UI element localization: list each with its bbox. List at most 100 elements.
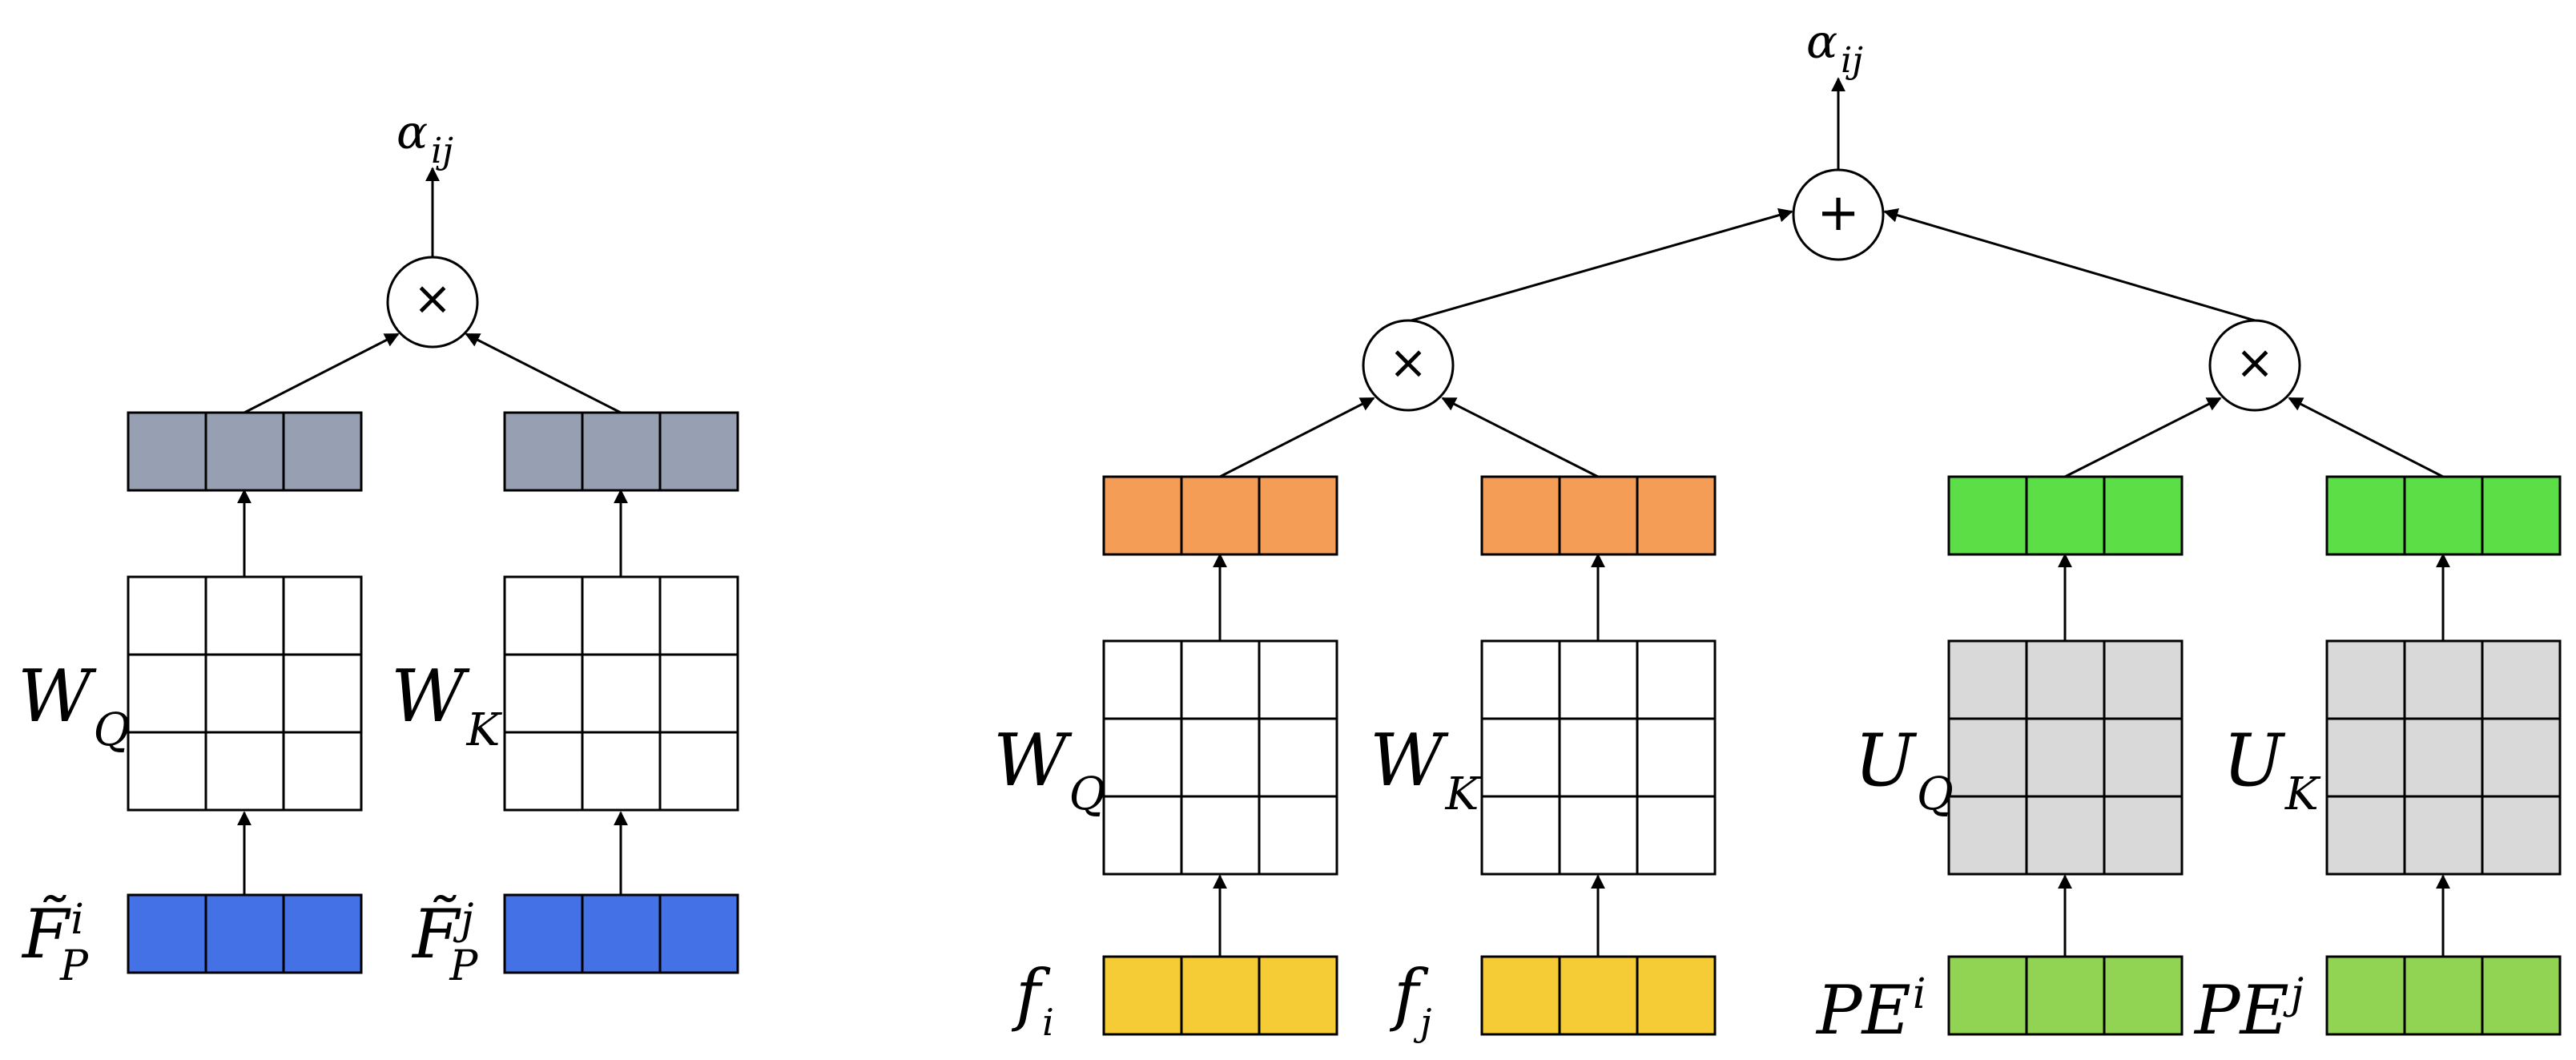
right-feat-weight-q-label: WQ: [993, 719, 1105, 820]
right-sum-symbol: +: [1817, 183, 1860, 243]
right-pos-k-weight-matrix-cell: [2481, 717, 2562, 798]
left-weight-q-label: WQ: [18, 655, 130, 756]
right-pos-q-weight-matrix-cell: [2103, 717, 2184, 798]
left-q-projected-vector-cell: [204, 411, 285, 492]
left-k-weight-matrix-cell: [503, 575, 584, 656]
left-q-weight-matrix-cell: [127, 653, 207, 734]
left-k-weight-matrix-cell: [658, 731, 739, 812]
right-pos-i-label: PEi: [1815, 970, 1926, 1050]
right-pos-k-to-product-arrow: [2288, 397, 2444, 478]
right-feat-k-projected-vector-cell: [1558, 475, 1639, 556]
left-k-weight-matrix-cell: [658, 653, 739, 734]
right-multiply-symbol-2: ×: [2236, 335, 2275, 389]
right-pos-q-input-vector-cell: [2025, 955, 2106, 1036]
right-pos-k-weight-matrix-cell: [2325, 639, 2406, 720]
right-feat-q-weight-matrix-cell: [1180, 639, 1261, 720]
right-pos-k-weight-matrix-cell: [2403, 717, 2484, 798]
left-k-projected-vector-cell: [581, 411, 662, 492]
left-k-weight-matrix-cell: [581, 653, 662, 734]
right-pos-q-weight-matrix-cell: [2025, 639, 2106, 720]
left-q-weight-matrix-cell: [282, 575, 363, 656]
right-feat-q-to-product-arrow: [1219, 397, 1375, 478]
left-k-weight-matrix-cell: [658, 575, 739, 656]
left-q-input-vector-cell: [282, 893, 363, 974]
left-q-input-vector-cell: [204, 893, 285, 974]
right-pos-weight-q-label: UQ: [1854, 719, 1954, 820]
right-pos-q-weight-matrix-cell: [2103, 795, 2184, 876]
right-pos-k-projected-vector-cell: [2403, 475, 2484, 556]
right-pos-q-input-vector-cell: [2103, 955, 2184, 1036]
right-pos-k-projected-vector-cell: [2325, 475, 2406, 556]
right-pos-q-weight-matrix-cell: [2025, 717, 2106, 798]
left-k-projected-vector-cell: [503, 411, 584, 492]
right-pos-q-weight-matrix-cell: [1947, 795, 2028, 876]
left-q-projected-vector-cell: [127, 411, 207, 492]
right-pos-k-weight-matrix-cell: [2403, 639, 2484, 720]
left-k-weight-matrix-cell: [581, 731, 662, 812]
right-feat-k-weight-matrix-cell: [1636, 639, 1717, 720]
right-pos-k-weight-matrix-cell: [2481, 639, 2562, 720]
left-k-to-product-arrow: [465, 333, 622, 414]
left-k-weight-matrix-cell: [503, 653, 584, 734]
right-feat-q-weight-matrix-cell: [1258, 717, 1338, 798]
left-k-projected-vector-cell: [658, 411, 739, 492]
right-pos-q-weight-matrix-cell: [2025, 795, 2106, 876]
right-feat-j-label: fj: [1389, 955, 1431, 1044]
left-output-label: αij: [396, 105, 453, 171]
right-feat-k-projected-vector-cell: [1636, 475, 1717, 556]
right-feat-q-weight-matrix-cell: [1102, 795, 1183, 876]
left-multiply-symbol: ×: [413, 271, 453, 325]
right-feat-k-to-product-arrow: [1441, 397, 1599, 478]
left-q-projected-vector-cell: [282, 411, 363, 492]
left-k-input-vector-cell: [581, 893, 662, 974]
right-feat-q-weight-matrix-cell: [1180, 795, 1261, 876]
right-pos-k-projected-vector-cell: [2481, 475, 2562, 556]
right-feat-k-weight-matrix-cell: [1480, 717, 1561, 798]
right-pos-q-projected-vector-cell: [1947, 475, 2028, 556]
right-feat-k-input-vector-cell: [1480, 955, 1561, 1036]
right-pos-k-weight-matrix-cell: [2325, 717, 2406, 798]
diagram-shapes: [127, 77, 2562, 1036]
right-feat-q-weight-matrix-cell: [1258, 795, 1338, 876]
left-q-input-vector-cell: [127, 893, 207, 974]
right-feat-k-weight-matrix-cell: [1558, 717, 1639, 798]
right-feat-k-weight-matrix-cell: [1480, 795, 1561, 876]
right-feat-k-weight-matrix-cell: [1480, 639, 1561, 720]
right-feat-q-projected-vector-cell: [1258, 475, 1338, 556]
right-feat-k-weight-matrix-cell: [1558, 639, 1639, 720]
left-k-input-vector-cell: [503, 893, 584, 974]
right-feat-i-label: fi: [1011, 955, 1054, 1044]
left-k-weight-matrix-cell: [503, 731, 584, 812]
left-k-weight-matrix-cell: [581, 575, 662, 656]
right-pos-k-weight-matrix-cell: [2403, 795, 2484, 876]
left-q-weight-matrix-cell: [282, 731, 363, 812]
left-q-weight-matrix-cell: [204, 731, 285, 812]
left-q-weight-matrix-cell: [127, 575, 207, 656]
right-feat-q-input-vector-cell: [1180, 955, 1261, 1036]
left-weight-k-label: WK: [391, 655, 503, 756]
right-feat-q-weight-matrix-cell: [1102, 717, 1183, 798]
right-feat-q-input-vector-cell: [1258, 955, 1338, 1036]
right-output-label: αij: [1806, 14, 1863, 81]
right-multiply-symbol-1: ×: [1389, 335, 1428, 389]
right-feat-k-weight-matrix-cell: [1636, 795, 1717, 876]
right-pos-q-weight-matrix-cell: [1947, 717, 2028, 798]
right-feat-q-input-vector-cell: [1102, 955, 1183, 1036]
left-k-input-vector-cell: [658, 893, 739, 974]
right-pos-q-projected-vector-cell: [2103, 475, 2184, 556]
right-feat-weight-k-label: WK: [1370, 719, 1482, 820]
right-pos-q-to-product-arrow: [2064, 397, 2222, 478]
right-pos-j-label: PEj: [2193, 970, 2304, 1050]
left-q-weight-matrix-cell: [204, 653, 285, 734]
right-pos-weight-k-label: UK: [2223, 719, 2321, 820]
right-pos-q-projected-vector-cell: [2025, 475, 2106, 556]
left-q-weight-matrix-cell: [282, 653, 363, 734]
right-feat-q-projected-vector-cell: [1102, 475, 1183, 556]
right-pos-q-weight-matrix-cell: [2103, 639, 2184, 720]
right-pos-k-weight-matrix-cell: [2481, 795, 2562, 876]
right-feat-q-weight-matrix-cell: [1102, 639, 1183, 720]
right-pos-q-weight-matrix-cell: [1947, 639, 2028, 720]
left-q-weight-matrix-cell: [204, 575, 285, 656]
